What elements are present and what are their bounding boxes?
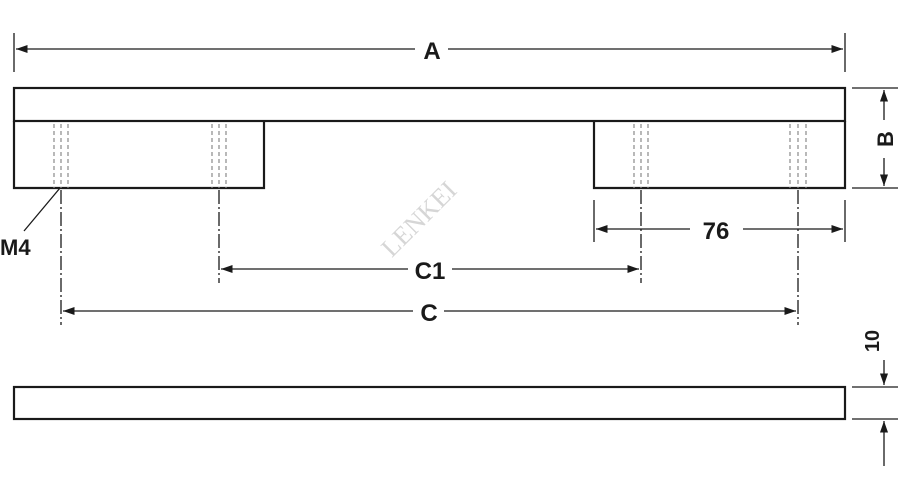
watermark: LENKEI — [376, 176, 463, 263]
right-leg — [592, 121, 847, 190]
thread-label: M4 — [0, 235, 31, 260]
handle-bar — [12, 86, 847, 123]
thread-callout: M4 — [0, 187, 61, 260]
dimension-10: 10 — [852, 330, 898, 466]
dimension-a: A — [13, 33, 846, 72]
dimension-b: B — [852, 87, 898, 189]
dimension-c: C — [63, 300, 796, 327]
dimension-label-76: 76 — [703, 218, 730, 245]
leader-line — [23, 187, 61, 232]
dimension-76: 76 — [593, 200, 846, 245]
hole-centerlines — [60, 190, 799, 325]
left-leg — [12, 121, 266, 190]
handle-side-view — [12, 385, 847, 421]
threaded-holes — [53, 124, 807, 188]
dimension-label-a: A — [423, 38, 440, 65]
dimension-label-10: 10 — [862, 330, 884, 352]
dimension-label-c1: C1 — [415, 258, 446, 285]
dimension-label-b: B — [873, 131, 898, 147]
dimension-c1: C1 — [221, 258, 639, 285]
handle-front-view — [12, 86, 847, 190]
dimension-label-c: C — [420, 300, 437, 327]
